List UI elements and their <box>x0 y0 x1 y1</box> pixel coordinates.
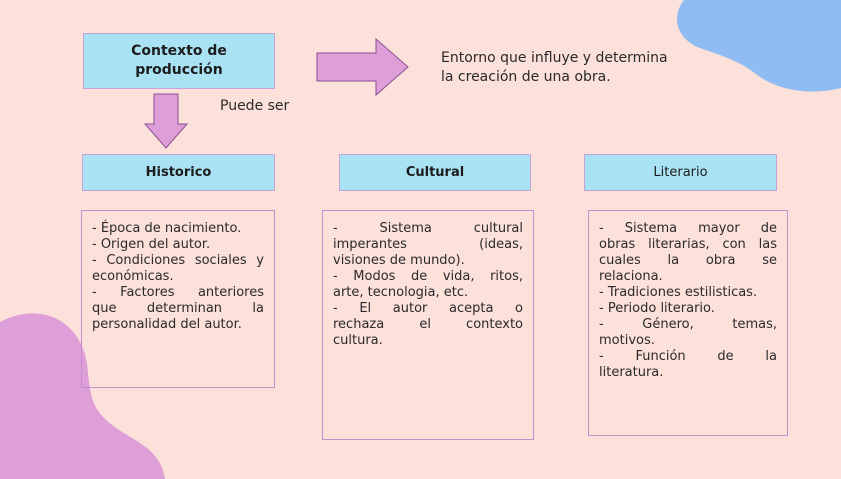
detail-box-historico: - Época de nacimiento. - Origen del auto… <box>81 210 275 388</box>
right-arrow-icon <box>316 38 409 96</box>
detail-line: - Factores anteriores <box>92 285 264 300</box>
detail-line: - Sistema cultural <box>333 221 523 236</box>
detail-line: motivos. <box>599 333 655 348</box>
category-header-cultural: Cultural <box>339 154 531 191</box>
detail-line: arte, tecnologia, etc. <box>333 285 469 300</box>
detail-line: cultura. <box>333 333 383 348</box>
down-arrow-icon <box>144 93 188 149</box>
detail-box-literario: - Sistema mayor de obras literarias, con… <box>588 210 788 436</box>
connector-label: Puede ser <box>220 98 290 114</box>
detail-line: - Modos de vida, ritos, <box>333 269 523 284</box>
detail-line: - Sistema mayor de <box>599 221 777 236</box>
pink-blob-decoration <box>0 313 165 479</box>
detail-line: literatura. <box>599 365 664 380</box>
detail-line: - Género, temas, <box>599 317 777 332</box>
detail-line: rechaza el contexto <box>333 317 523 332</box>
detail-line: - Periodo literario. <box>599 301 715 316</box>
detail-line: relaciona. <box>599 269 663 284</box>
detail-line: - Tradiciones estilisticas. <box>599 285 758 300</box>
detail-line: visiones de mundo). <box>333 253 465 268</box>
detail-line: imperantes (ideas, <box>333 237 523 252</box>
blue-blob-decoration <box>677 0 841 92</box>
context-title-box: Contexto de producción <box>83 33 275 89</box>
detail-line: personalidad del autor. <box>92 317 242 332</box>
detail-line: cuales la obra se <box>599 253 777 268</box>
category-header-literario: Literario <box>584 154 777 191</box>
detail-line: - Condiciones sociales y <box>92 253 264 268</box>
detail-line: obras literarias, con las <box>599 237 777 252</box>
detail-line: que determinan la <box>92 301 264 316</box>
detail-line: - Función de la <box>599 349 777 364</box>
category-header-historico: Historico <box>82 154 275 191</box>
detail-line: económicas. <box>92 269 174 284</box>
detail-line: - Origen del autor. <box>92 237 211 252</box>
detail-line: - El autor acepta o <box>333 301 523 316</box>
context-definition: Entorno que influye y determina la creac… <box>441 50 668 85</box>
context-title: Contexto de producción <box>131 43 227 78</box>
detail-line: - Época de nacimiento. <box>92 221 242 236</box>
detail-box-cultural: - Sistema cultural imperantes (ideas, vi… <box>322 210 534 440</box>
